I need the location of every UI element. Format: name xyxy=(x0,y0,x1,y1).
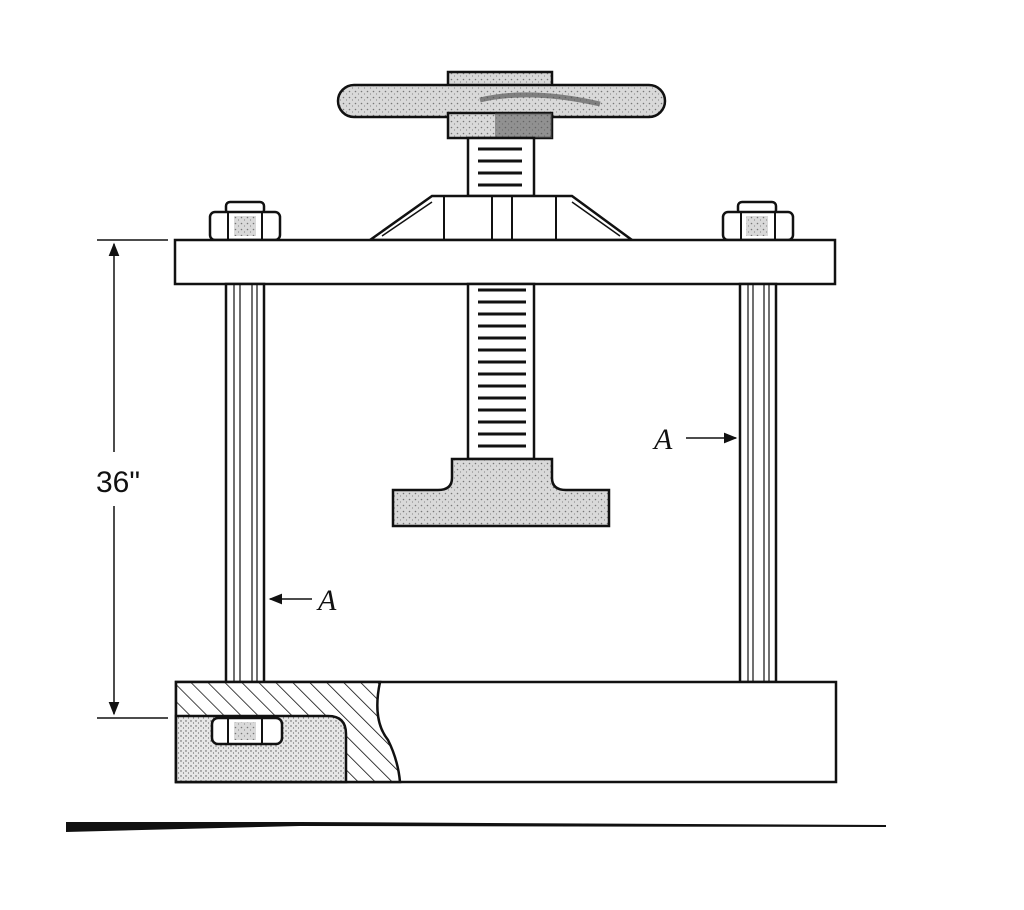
top-right-nut xyxy=(721,200,795,242)
rod-callout-right: A xyxy=(652,423,738,456)
press-head xyxy=(391,457,611,528)
rod-label-left: A xyxy=(316,584,337,617)
dimension-36in: 36" xyxy=(96,239,168,719)
dimension-label: 36" xyxy=(96,466,140,499)
nut-housing xyxy=(366,194,636,242)
screw-upper-segment xyxy=(466,136,536,198)
handwheel xyxy=(336,70,667,140)
rod-callout-left: A xyxy=(268,584,337,617)
base xyxy=(174,680,838,784)
screw-lower-segment xyxy=(466,282,536,461)
top-plate xyxy=(173,238,837,286)
right-rod xyxy=(738,282,778,684)
page-rule xyxy=(66,822,886,832)
rod-label-right: A xyxy=(652,423,673,456)
left-rod xyxy=(224,282,266,722)
top-left-nut xyxy=(208,200,282,242)
